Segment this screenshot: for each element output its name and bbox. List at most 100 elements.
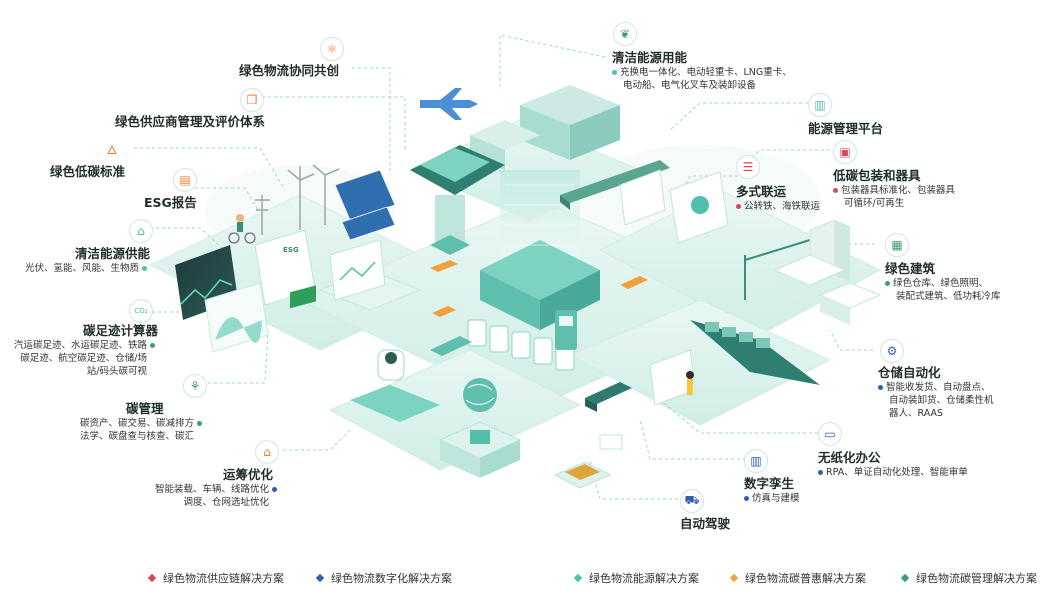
red-dot (833, 187, 838, 193)
central-data-tower (480, 170, 600, 330)
label-digital-twin: 数字孪生 仿真与建模 (744, 473, 844, 505)
legend-marker (900, 573, 910, 583)
carbon-calc-title: 碳足迹计算器 (82, 323, 158, 338)
legend-label: 绿色物流能源解决方案 (589, 572, 699, 585)
green-warehouses (773, 219, 882, 325)
digital-twin-desc: 仿真与建模 (744, 492, 844, 505)
carbon-calc-desc-1: 汽运碳足迹、水运碳足迹、铁路 (8, 339, 158, 352)
label-carbon-mgmt: 碳管理 碳资产、碳交易、碳减排方 法学、碳盘查与核查、碳汇 (40, 398, 205, 443)
multimodal-desc: 公转铁、海铁联运 (736, 200, 846, 213)
label-transport-opt: 运筹优化 智能装载、车辆、线路优化 调度、仓网选址优化 (135, 464, 280, 509)
legend-label: 绿色物流碳普惠解决方案 (745, 572, 866, 585)
container-ship (690, 320, 820, 385)
green-building-desc-1-text: 绿色仓库、绿色照明、 (893, 278, 989, 289)
legend-item-energy: 绿色物流能源解决方案 (573, 569, 699, 587)
wind-turbines (255, 164, 340, 235)
clean-energy-use-title: 清洁能源用能 (612, 50, 688, 65)
red-dot (736, 203, 741, 209)
legend-marker (315, 573, 325, 583)
warehouse-top (470, 85, 620, 170)
leaf-icon: ❦ (613, 22, 637, 46)
robot (350, 349, 440, 422)
carbon-mgmt-desc-1: 碳资产、碳交易、碳减排方 (40, 417, 205, 430)
legend-marker (729, 573, 739, 583)
warehouse-auto-desc-1: 智能收发货、自动盘点、 (878, 381, 1018, 394)
green-building-desc-1: 绿色仓库、绿色照明、 (885, 277, 1025, 290)
legend-label: 绿色物流碳管理解决方案 (916, 572, 1037, 585)
label-warehouse-auto: 仓储自动化 智能收发货、自动盘点、 自动装卸货、仓储柔性机 器人、RAAS (878, 362, 1018, 420)
label-clean-energy-use: 清洁能源用能 充换电一体化、电动轻重卡、LNG重卡、 电动船、电气化叉车及装卸设… (612, 47, 812, 92)
train-icon: ☰ (736, 155, 760, 179)
paperless-desc: RPA、单证自动化处理、智能审单 (818, 466, 998, 479)
legend-label: 绿色物流供应链解决方案 (163, 572, 284, 585)
people (228, 214, 694, 395)
monitor-platform (318, 239, 422, 311)
legend-marker (573, 573, 583, 583)
document-icon: ▤ (173, 168, 197, 192)
label-low-carbon-std: 绿色低碳标准 (50, 164, 126, 179)
co2-icon: CO₂ (129, 299, 153, 323)
label-carbon-calc: 碳足迹计算器 汽运碳足迹、水运碳足迹、铁路 碳足迹、航空碳足迹、仓储/场 站/码… (8, 320, 158, 378)
low-carbon-pack-desc-2: 可循环/可再生 (844, 198, 905, 209)
multimodal-title: 多式联运 (736, 184, 787, 199)
paperless-desc-text: RPA、单证自动化处理、智能审单 (826, 467, 968, 478)
transport-opt-title: 运筹优化 (223, 467, 274, 482)
globe (463, 378, 497, 412)
robot-arm-icon: ⚙ (880, 339, 904, 363)
carbon-calc-desc-2: 碳足迹、航空碳足迹、仓储/场 (20, 353, 147, 364)
green-dot (150, 342, 155, 348)
legend-item-supply-chain: 绿色物流供应链解决方案 (147, 569, 284, 587)
house-icon: ⌂ (129, 219, 153, 243)
clean-energy-supply-title: 清洁能源供能 (74, 246, 150, 261)
label-auto-drive: 自动驾驶 (680, 516, 731, 531)
box-icon: ▣ (833, 140, 857, 164)
atom-icon: ⚛ (320, 37, 344, 61)
teal-dot (142, 265, 147, 271)
esg-screen-board (175, 229, 316, 353)
layers-icon: ❐ (240, 88, 264, 112)
label-energy-platform: 能源管理平台 (808, 121, 884, 136)
legend-item-carbon-inclusion: 绿色物流碳普惠解决方案 (729, 569, 866, 587)
green-building-desc-2: 装配式建筑、低功耗冷库 (896, 291, 1001, 302)
legend-item-digital: 绿色物流数字化解决方案 (315, 569, 452, 587)
low-carbon-pack-desc-1-text: 包装器具标准化、包装器具 (841, 185, 956, 196)
label-supplier-mgmt: 绿色供应商管理及评价体系 (115, 114, 266, 129)
label-green-building: 绿色建筑 绿色仓库、绿色照明、 装配式建筑、低功耗冷库 (885, 258, 1025, 303)
legend-marker (147, 573, 157, 583)
green-building-title: 绿色建筑 (885, 261, 936, 276)
warehouse-auto-desc-1-text: 智能收发货、自动盘点、 (886, 382, 991, 393)
warehouse-auto-desc-3: 器人、RAAS (889, 408, 944, 419)
sprout-icon: ⚘ (183, 374, 207, 398)
blue-dot (744, 495, 749, 501)
multimodal-desc-text: 公转铁、海铁联运 (744, 201, 821, 212)
paperless-title: 无纸化办公 (818, 450, 881, 465)
digital-twin-title: 数字孪生 (744, 476, 795, 491)
building-icon: ▦ (885, 233, 909, 257)
train (560, 160, 670, 210)
label-clean-energy-supply: 清洁能源供能 光伏、氢能、风能、生物质 (20, 243, 150, 275)
clean-energy-supply-desc: 光伏、氢能、风能、生物质 (20, 262, 150, 275)
airplane (420, 88, 478, 120)
charging-station (555, 310, 577, 350)
monitor-icon: ▭ (818, 422, 842, 446)
green-dot (197, 420, 202, 426)
carbon-mgmt-desc-1-text: 碳资产、碳交易、碳减排方 (79, 418, 194, 429)
label-esg-report: ESG报告 (144, 195, 197, 210)
warehouse-auto-desc-2: 自动装卸货、仓储柔性机 (889, 395, 994, 406)
chip-platform (438, 421, 522, 478)
solar-mini-platform (553, 461, 612, 489)
trucks (430, 260, 648, 412)
carbon-mgmt-desc-2: 法学、碳盘查与核查、碳汇 (79, 431, 194, 442)
twin-chart-icon: ▥ (744, 449, 768, 473)
carbon-calc-desc-1-text: 汽运碳足迹、水运碳足迹、铁路 (13, 340, 147, 351)
teal-dot (612, 69, 617, 75)
transport-opt-desc-2: 调度、仓网选址优化 (183, 497, 269, 508)
digital-twin-desc-text: 仿真与建模 (752, 493, 800, 504)
port-crane (744, 239, 811, 300)
warehouse-auto-title: 仓储自动化 (878, 365, 941, 380)
clean-energy-use-desc-1-text: 充换电一体化、电动轻重卡、LNG重卡、 (620, 67, 792, 78)
carbon-mgmt-title: 碳管理 (126, 401, 164, 416)
blue-dot (818, 469, 823, 475)
low-carbon-pack-desc-1: 包装器具标准化、包装器具 (833, 184, 973, 197)
